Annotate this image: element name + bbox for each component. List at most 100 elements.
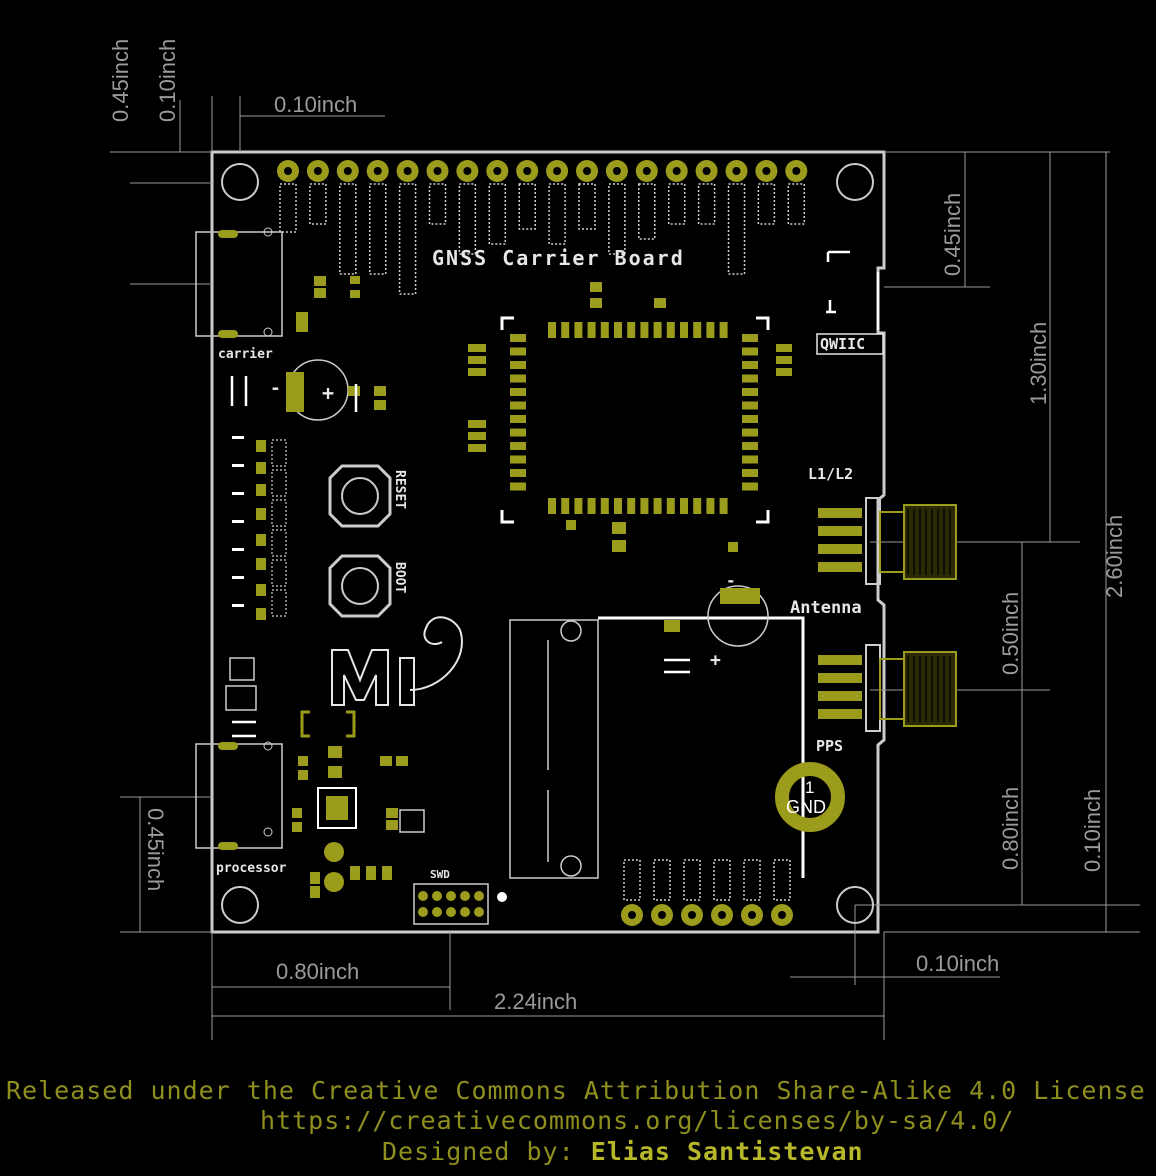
module-pad bbox=[742, 482, 758, 491]
silk-label-mark bbox=[271, 589, 287, 617]
cap1-minus: - bbox=[270, 378, 281, 399]
smd-pad bbox=[374, 400, 386, 410]
module-pad bbox=[640, 322, 649, 338]
electrolytic-cap-2 bbox=[707, 585, 769, 647]
pin-label-mark bbox=[488, 183, 507, 245]
module-pad bbox=[742, 442, 758, 450]
smd-pad bbox=[298, 770, 308, 780]
header-pad-hole bbox=[718, 911, 726, 919]
pin-label-mark bbox=[458, 183, 477, 255]
module-pad bbox=[510, 401, 526, 410]
dim-right-bottom: 0.10inch bbox=[1080, 789, 1105, 872]
silk-dash bbox=[232, 576, 244, 579]
smd-pad bbox=[612, 522, 626, 534]
smd-pad bbox=[328, 746, 342, 758]
smd-pad bbox=[256, 558, 266, 570]
smd-pad bbox=[468, 432, 486, 440]
module-pad bbox=[742, 415, 758, 423]
header-pad-hole bbox=[523, 167, 532, 175]
pin-label-mark bbox=[683, 859, 701, 901]
dim-top-span: 0.10inch bbox=[274, 92, 357, 117]
pin-label-mark bbox=[623, 859, 641, 901]
ic-pad bbox=[326, 796, 348, 820]
module-pad bbox=[706, 498, 715, 514]
bottom-header-pads bbox=[621, 859, 793, 926]
gnd-test-point bbox=[775, 762, 845, 832]
module-pad bbox=[693, 322, 702, 338]
silk-dash bbox=[232, 604, 244, 607]
smd-pad bbox=[382, 866, 392, 880]
led-outline bbox=[229, 657, 255, 681]
swd-pin bbox=[418, 891, 428, 901]
swd-pin bbox=[418, 907, 428, 917]
module-pad bbox=[561, 498, 570, 514]
header-pad-hole bbox=[658, 911, 666, 919]
header-pad-hole bbox=[732, 167, 741, 175]
header-pad-hole bbox=[778, 911, 786, 919]
pin-label-mark bbox=[773, 859, 791, 901]
dim-left-bottom: 0.45inch bbox=[143, 808, 168, 891]
swd-pin bbox=[460, 907, 470, 917]
module-pad bbox=[548, 498, 556, 514]
module-pad bbox=[600, 322, 609, 338]
boot-button bbox=[328, 554, 392, 618]
header-pad-hole bbox=[688, 911, 696, 919]
smd-pad bbox=[296, 312, 308, 322]
module-pad bbox=[640, 498, 649, 514]
smd-pad bbox=[386, 808, 398, 818]
header-pad-hole bbox=[284, 167, 292, 175]
qwiic-outline bbox=[826, 250, 850, 314]
header-pad-hole bbox=[583, 167, 591, 175]
module-pad bbox=[510, 455, 526, 464]
smd-pad bbox=[468, 368, 486, 376]
dim-right-top: 0.45inch bbox=[940, 193, 965, 276]
pin-label-mark bbox=[757, 183, 776, 225]
pin-label-mark bbox=[638, 183, 656, 240]
smd-pad bbox=[590, 282, 602, 292]
via-pad bbox=[324, 842, 344, 862]
designer-name: Elias Santistevan bbox=[590, 1137, 864, 1166]
module-pad bbox=[742, 455, 758, 464]
module-pad bbox=[510, 428, 526, 437]
smd-pad bbox=[468, 444, 486, 452]
usb-processor bbox=[195, 741, 283, 850]
smd-pad bbox=[256, 440, 266, 452]
module-pad bbox=[742, 347, 758, 356]
designed-by-label: Designed by: bbox=[382, 1137, 575, 1166]
module-pad bbox=[510, 347, 526, 356]
smd-pad bbox=[256, 534, 266, 546]
module-pad bbox=[510, 361, 526, 369]
dim-right-mid2: 0.50inch bbox=[998, 592, 1023, 675]
label-l1l2: L1/L2 bbox=[808, 465, 853, 483]
designed-by: Designed by: Elias Santistevan bbox=[382, 1137, 864, 1166]
label-antenna: Antenna bbox=[790, 598, 862, 618]
dim-top-left-a: 0.45inch bbox=[108, 39, 133, 122]
label-carrier: carrier bbox=[218, 347, 273, 362]
silk-label-mark bbox=[271, 529, 287, 557]
module-pad bbox=[653, 498, 662, 514]
dim-right-low: 0.80inch bbox=[998, 787, 1023, 870]
module-pad bbox=[666, 498, 675, 514]
module-pad bbox=[719, 322, 728, 338]
smd-pad bbox=[310, 872, 320, 884]
smd-pad bbox=[776, 356, 792, 364]
smd-pad bbox=[256, 484, 266, 496]
dim-bottom-total: 2.24inch bbox=[494, 989, 577, 1014]
header-pad-hole bbox=[702, 167, 711, 175]
module-pad bbox=[742, 469, 758, 477]
gnd-label: GND bbox=[786, 797, 826, 817]
swd-pin bbox=[446, 907, 456, 917]
smd-pad bbox=[468, 356, 486, 364]
module-pad bbox=[587, 498, 596, 514]
board-title: GNSS Carrier Board bbox=[432, 246, 685, 270]
smd-pad bbox=[374, 386, 386, 396]
swd-pin bbox=[446, 891, 456, 901]
led-outline bbox=[399, 809, 425, 833]
carrier-slot-outline bbox=[598, 616, 805, 878]
crystal-outline bbox=[300, 710, 356, 738]
silk-dash bbox=[232, 520, 244, 523]
label-reset: RESET bbox=[392, 470, 407, 509]
smd-pad bbox=[296, 322, 308, 332]
swd-pin bbox=[432, 907, 442, 917]
smd-pad bbox=[256, 584, 266, 596]
